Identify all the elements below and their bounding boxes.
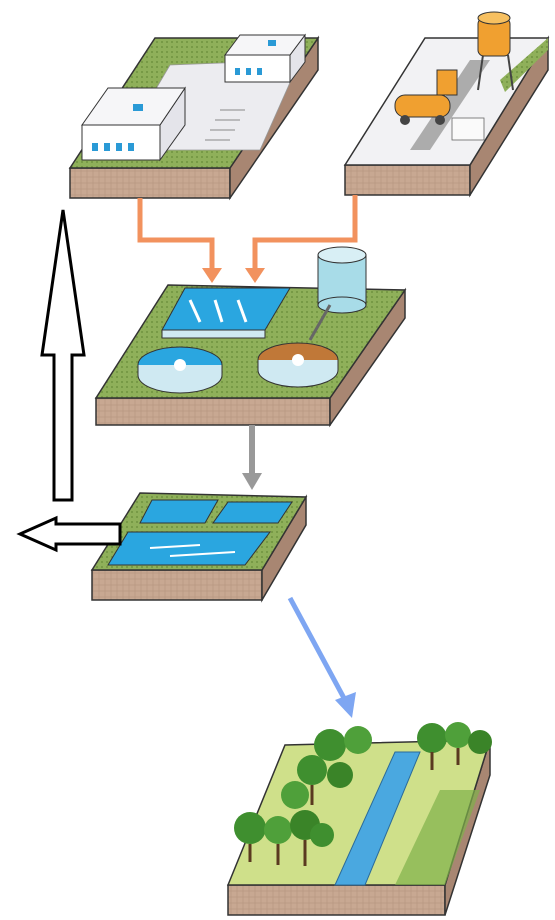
industrial-site-block: [70, 35, 318, 198]
treatment-to-ponds-arrow: [242, 425, 262, 490]
reuse-arrow-up: [42, 210, 84, 500]
ponds-to-river-arrow: [290, 598, 356, 718]
river-forest-block: [228, 722, 492, 915]
reuse-arrow-left: [20, 518, 120, 550]
polishing-ponds-block: [92, 493, 306, 600]
agri-transport-block: [345, 12, 548, 195]
